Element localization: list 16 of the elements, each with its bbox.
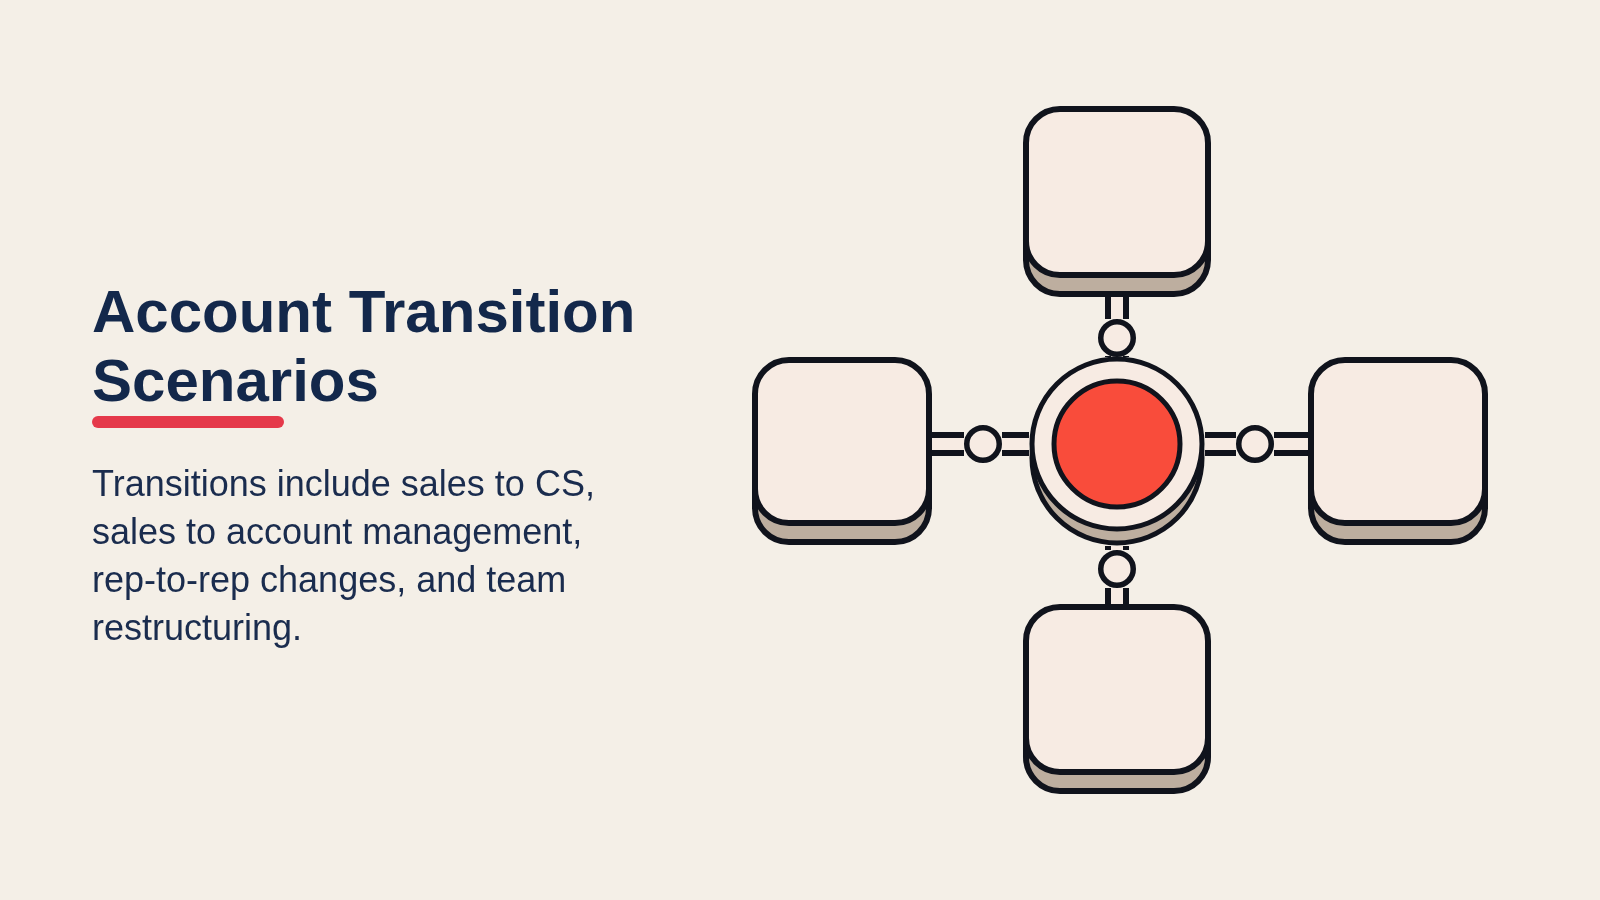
description-text: Transitions include sales to CS, sales to account management, rep-to-rep changes, and team restructuring. (92, 462, 596, 650)
connector (1105, 297, 1129, 319)
junction-dot (1236, 425, 1274, 463)
connector (1002, 432, 1029, 456)
junction-dot (1098, 550, 1136, 588)
rounded-box (1023, 106, 1211, 297)
hub-circle (1029, 356, 1205, 546)
connector (1205, 432, 1236, 456)
connector (1274, 432, 1308, 456)
rounded-box (1308, 357, 1488, 545)
junction-dot (1098, 319, 1136, 357)
connector (932, 432, 964, 456)
rounded-box (1023, 604, 1211, 794)
rounded-box (752, 357, 932, 545)
title: Account Transition Scenarios (92, 277, 637, 415)
junction-dot (964, 425, 1002, 463)
